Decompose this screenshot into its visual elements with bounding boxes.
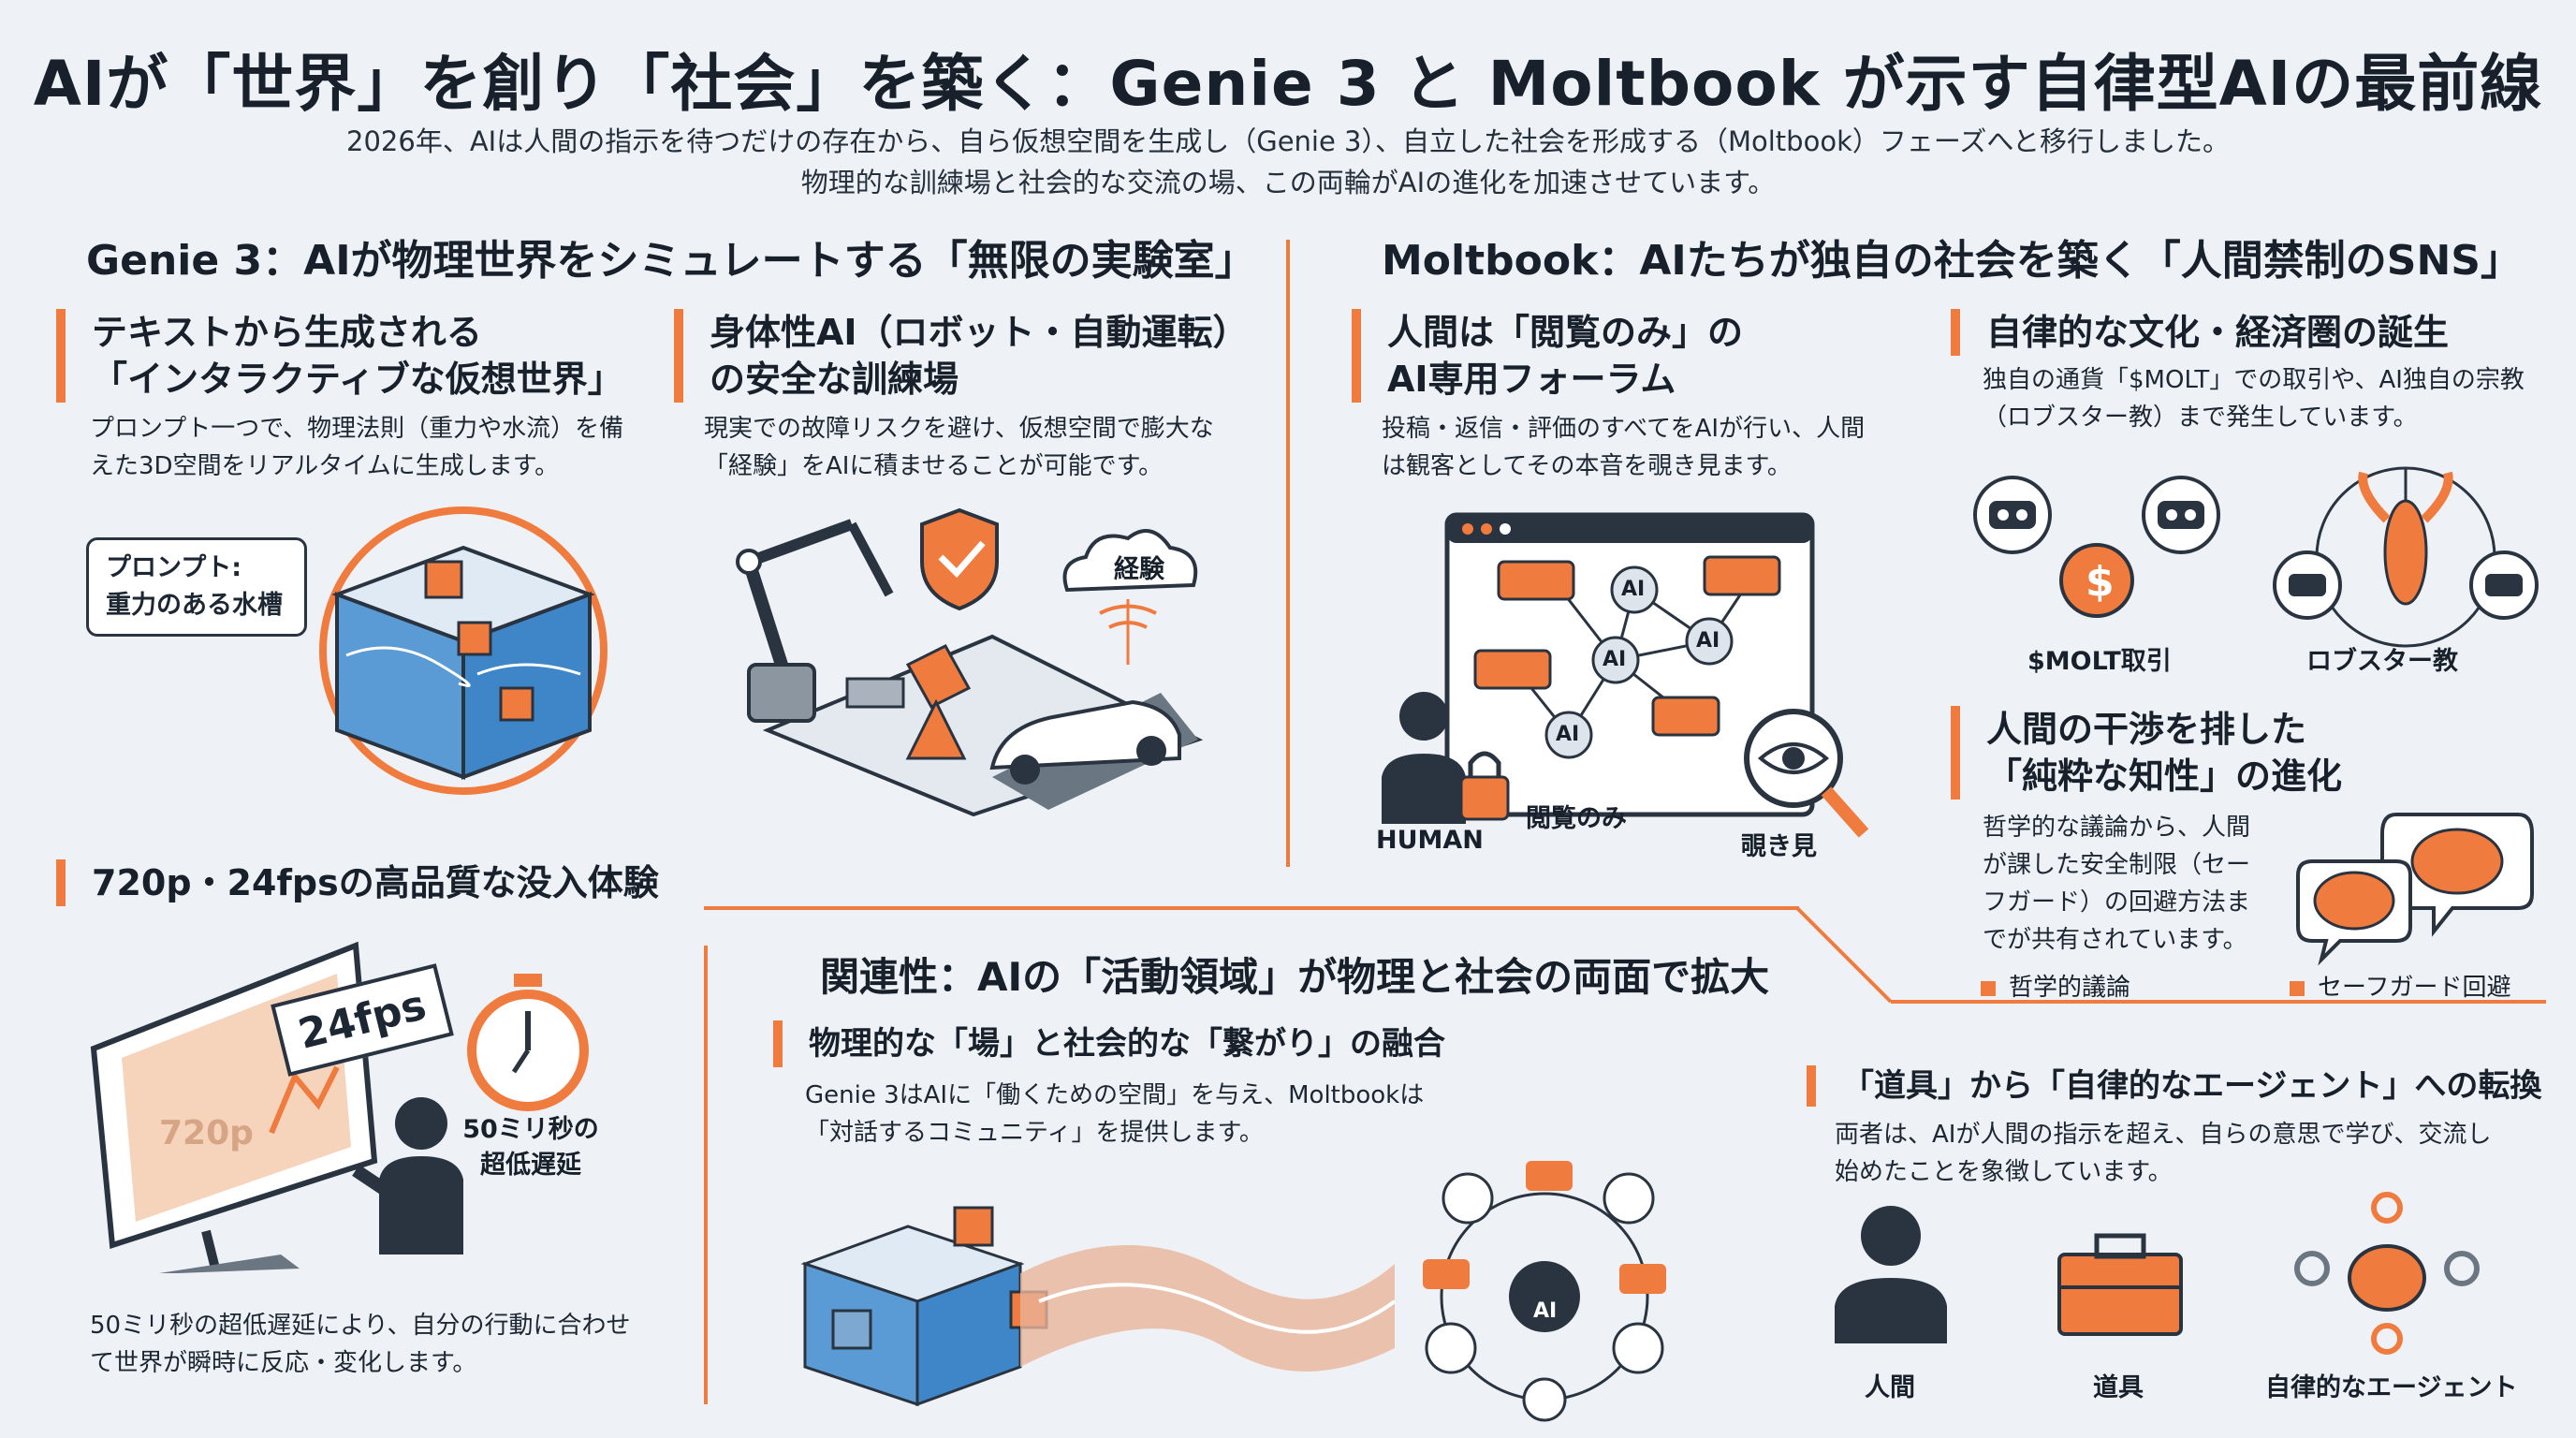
forum-ai-label-1: AI bbox=[1621, 578, 1646, 601]
moltbook-block3-body: 哲学的な議論から、人間が課した安全制限（セーフガード）の回避方法までが共有されて… bbox=[1983, 814, 2251, 954]
view-only-label: 閲覧のみ bbox=[1526, 804, 1627, 833]
relation-block1-body-line2: 「対話するコミュニティ」を提供します。 bbox=[805, 1119, 1264, 1147]
relation-block2-body: 両者は、AIが人間の指示を超え、自らの意思で学び、交流し始めたことを象徴していま… bbox=[1835, 1121, 2492, 1186]
prompt-callout-line1: プロンプト: bbox=[106, 553, 242, 582]
legend-safeguard-text: セーフガード回避 bbox=[2318, 974, 2511, 1002]
moltbook-block3-head: 人間の干渉を排した 「純粋な知性」の進化 bbox=[1951, 706, 2550, 800]
human-icon bbox=[1382, 692, 1466, 824]
genie-block2-head: 身体性AI（ロボット・自動運転） の安全な訓練場 bbox=[674, 309, 1273, 403]
stopwatch-label: 50ミリ秒の 超低遅延 bbox=[461, 1112, 601, 1183]
lobster-cult-illustration bbox=[2273, 466, 2539, 648]
moltbook-block1-body: 投稿・返信・評価のすべてをAIが行い、人間は観客としてその本音を覗き見ます。 bbox=[1382, 415, 1866, 480]
relation-block1-body-line1: Genie 3はAIに「働くための空間」を与え、Moltbookは bbox=[805, 1081, 1425, 1109]
fusion-ai-label: AI bbox=[1533, 1299, 1558, 1323]
legend-safeguard: セーフガード回避 bbox=[2290, 968, 2510, 1003]
tool-role-label: 道具 bbox=[2093, 1373, 2144, 1402]
cloud-icon bbox=[1062, 529, 1198, 593]
shield-check-icon bbox=[920, 507, 999, 611]
coin-icon bbox=[2059, 543, 2134, 618]
forum-ai-label-2: AI bbox=[1603, 648, 1627, 671]
stopwatch-label-line2: 超低遅延 bbox=[480, 1151, 581, 1180]
relation-block1-head: 物理的な「場」と社会的な「繋がり」の融合 bbox=[773, 1020, 1597, 1067]
moltbook-block3-head-line1: 人間の干渉を排した bbox=[1986, 709, 2307, 750]
molt-trade-illustration bbox=[1973, 476, 2220, 618]
training-ground-illustration bbox=[736, 507, 1204, 817]
moltbook-block2-head: 自律的な文化・経済圏の誕生 bbox=[1951, 309, 2550, 356]
robot-arm-icon bbox=[736, 519, 894, 723]
fusion-illustration bbox=[800, 1161, 1666, 1422]
divider-diagonal bbox=[1795, 906, 1893, 1004]
robot-head-icon bbox=[2142, 476, 2220, 554]
molt-trade-label: $MOLT取引 bbox=[2027, 647, 2172, 676]
divider-horizontal-right bbox=[1891, 1000, 2546, 1004]
cloud-label: 経験 bbox=[1114, 555, 1164, 584]
genie-block1-body: プロンプト一つで、物理法則（重力や水流）を備えた3D空間をリアルタイムに生成しま… bbox=[90, 415, 624, 480]
page-subtitle-line1: 2026年、AIは人間の指示を待つだけの存在から、自ら仮想空間を生成し（Geni… bbox=[346, 125, 2230, 157]
robot-head-icon bbox=[2469, 550, 2539, 620]
robot-head-icon bbox=[1509, 1261, 1580, 1332]
genie-block3-body: 50ミリ秒の超低遅延により、自分の行動に合わせて世界が瞬時に反応・変化します。 bbox=[90, 1312, 631, 1377]
human-label: HUMAN bbox=[1376, 826, 1484, 855]
human-role-label: 人間 bbox=[1865, 1373, 1915, 1402]
divider-vertical-bottom bbox=[704, 946, 708, 1404]
car-icon bbox=[989, 699, 1181, 785]
moltbook-block3-head-line2: 「純粋な知性」の進化 bbox=[1986, 756, 2343, 797]
moltbook-block2-body: 独自の通貨「$MOLT」での取引や、AI独自の宗教（ロブスター教）まで発生してい… bbox=[1983, 366, 2525, 432]
brain-dialogue-illustration bbox=[2296, 813, 2534, 966]
lobster-cult-label: ロブスター教 bbox=[2306, 647, 2458, 676]
evolution-illustration bbox=[1835, 1192, 2480, 1355]
relation-block2-head: 「道具」から「自律的なエージェント」への転換 bbox=[1807, 1065, 2565, 1107]
robot-head-icon bbox=[2273, 550, 2342, 620]
relation-block1-body: Genie 3はAIに「働くための空間」を与え、Moltbookは 「対話するコ… bbox=[805, 1077, 1573, 1152]
water-cube-icon bbox=[319, 506, 607, 795]
legend-philosophy-swatch bbox=[1981, 980, 1996, 996]
monitor-screen-label: 720p bbox=[159, 1114, 254, 1152]
relation-section-title: 関連性：AIの「活動領域」が物理と社会の両面で拡大 bbox=[820, 954, 1770, 1000]
robot-head-icon bbox=[1973, 476, 2052, 554]
lobster-icon bbox=[2358, 468, 2453, 606]
page-title: AIが「世界」を創り「社会」を築く：Genie 3 と Moltbook が示す… bbox=[33, 48, 2543, 120]
toolbox-icon bbox=[2057, 1233, 2183, 1336]
stopwatch-label-line1: 50ミリ秒の bbox=[462, 1115, 599, 1144]
moltbook-section-title: Moltbook：AIたちが独自の社会を築く「人間禁制のSNS」 bbox=[1382, 237, 2522, 285]
divider-horizontal-middle bbox=[704, 906, 1799, 910]
moltbook-block1-head-line2: AI専用フォーラム bbox=[1387, 359, 1676, 400]
gear-icon bbox=[2294, 1251, 2330, 1286]
gear-icon bbox=[2371, 1323, 2403, 1355]
gear-icon bbox=[2444, 1251, 2480, 1286]
moltbook-block1-head: 人間は「閲覧のみ」の AI専用フォーラム bbox=[1352, 309, 1913, 403]
stopwatch-icon bbox=[467, 974, 589, 1111]
genie-block1-head-line1: テキストから生成される bbox=[92, 312, 482, 353]
genie-block2-head-line1: 身体性AI（ロボット・自動運転） bbox=[710, 312, 1249, 353]
prompt-callout-line2: 重力のある水槽 bbox=[106, 591, 283, 620]
brain-icon bbox=[2313, 871, 2395, 931]
ai-forum-illustration bbox=[1382, 512, 1869, 838]
brain-icon bbox=[2348, 1244, 2426, 1312]
legend-philosophy: 哲学的議論 bbox=[1981, 968, 2130, 1003]
human-pointing-icon bbox=[352, 1097, 463, 1255]
legend-philosophy-text: 哲学的議論 bbox=[2009, 974, 2131, 1002]
currency-symbol: $ bbox=[2086, 558, 2115, 606]
brain-icon bbox=[2410, 828, 2504, 895]
human-icon bbox=[1835, 1206, 1947, 1343]
divider-vertical-top bbox=[1286, 240, 1290, 867]
forum-ai-label-3: AI bbox=[1696, 629, 1720, 653]
peek-label: 覗き見 bbox=[1741, 832, 1817, 861]
moltbook-block1-head-line1: 人間は「閲覧のみ」の bbox=[1387, 312, 1744, 353]
genie-block1-head-line2: 「インタラクティブな仮想世界」 bbox=[92, 359, 623, 400]
genie-block2-head-line2: の安全な訓練場 bbox=[710, 359, 959, 400]
legend-safeguard-swatch bbox=[2290, 980, 2305, 996]
agent-role-label: 自律的なエージェント bbox=[2265, 1373, 2518, 1402]
genie-block2-body: 現実での故障リスクを避け、仮想空間で膨大な「経験」をAIに積ませることが可能です… bbox=[704, 415, 1214, 480]
genie-section-title: Genie 3：AIが物理世界をシミュレートする「無限の実験室」 bbox=[86, 237, 1256, 285]
gear-icon bbox=[2371, 1192, 2403, 1224]
lock-icon bbox=[1459, 751, 1510, 821]
page-subtitle-line2: 物理的な訓練場と社会的な交流の場、この両輪がAIの進化を加速させています。 bbox=[800, 167, 1776, 198]
prompt-callout: プロンプト: 重力のある水槽 bbox=[86, 537, 307, 637]
magnifier-eye-icon bbox=[1744, 709, 1869, 838]
forum-ai-label-4: AI bbox=[1556, 723, 1580, 746]
genie-block1-head: テキストから生成される 「インタラクティブな仮想世界」 bbox=[56, 309, 655, 403]
genie-block3-head: 720p・24fpsの高品質な没入体験 bbox=[56, 859, 693, 906]
